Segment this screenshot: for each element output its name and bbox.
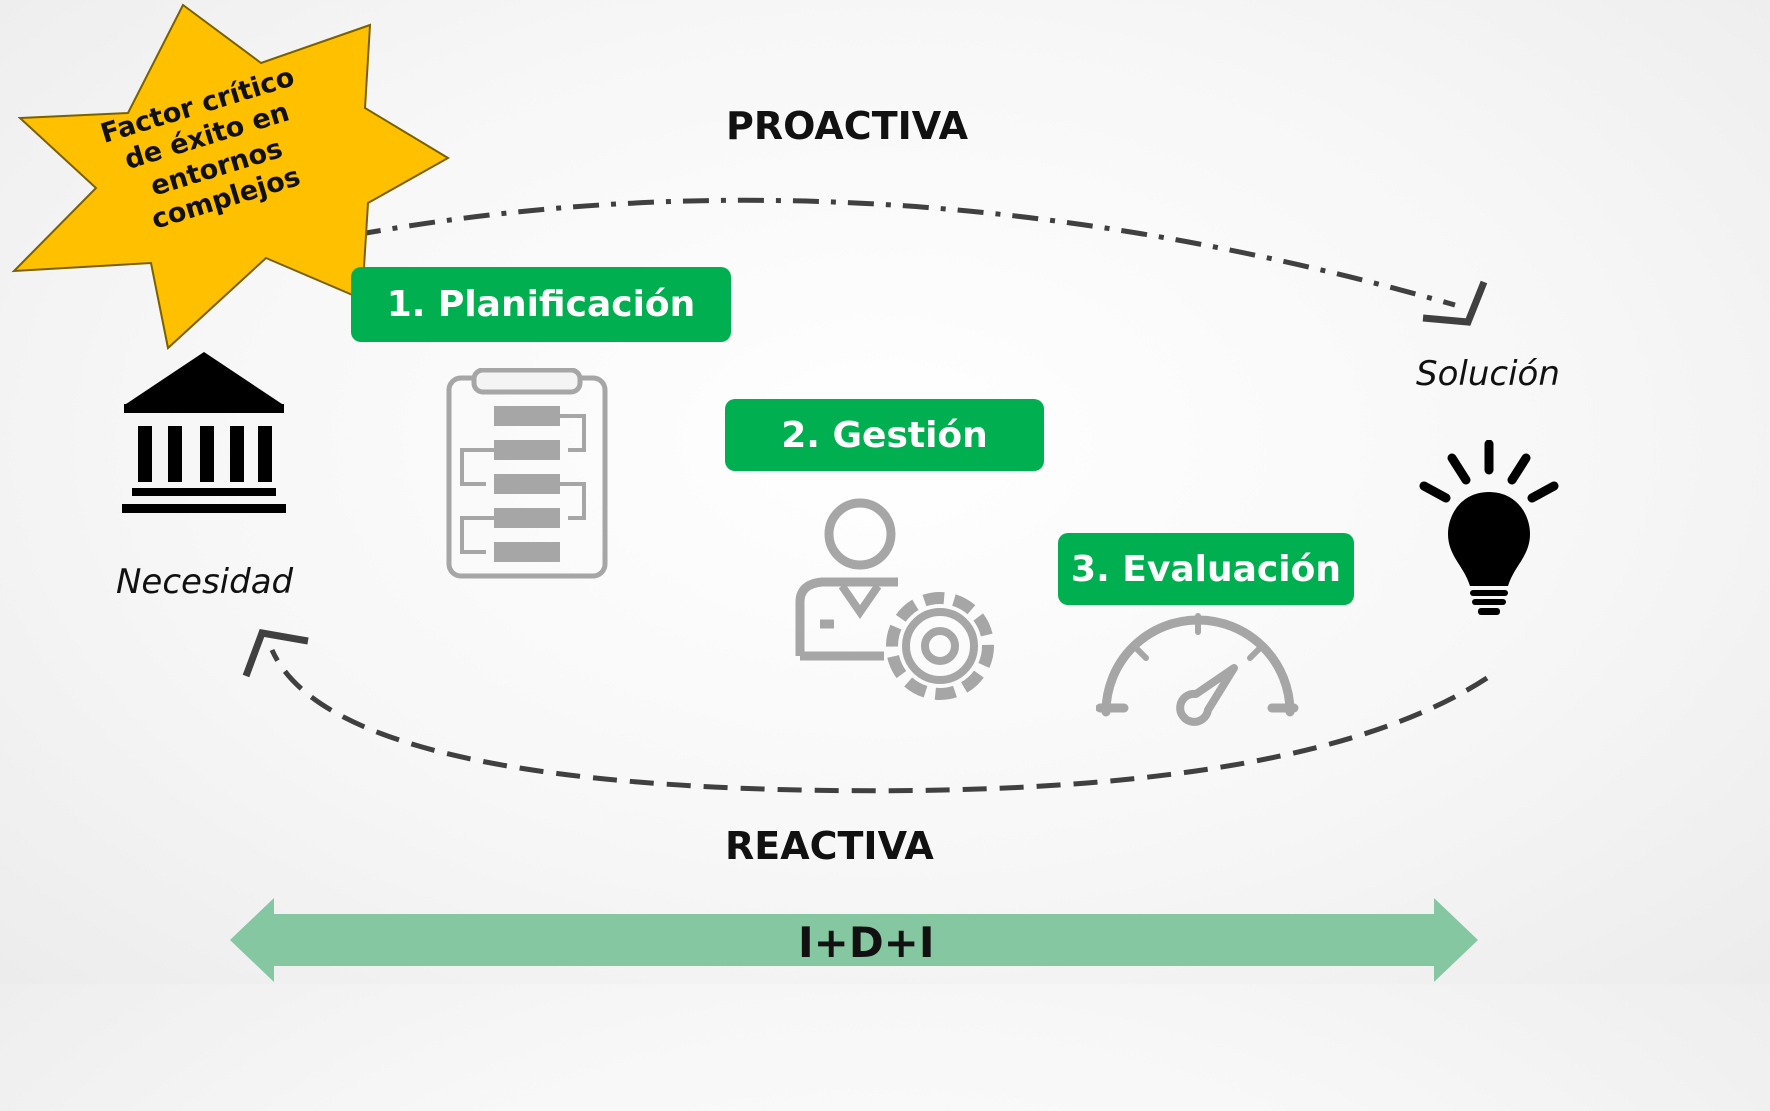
lightbulb-icon (1419, 440, 1559, 615)
step-planificacion: 1. Planificación (351, 267, 731, 342)
proactive-arrow (354, 197, 1456, 308)
reactive-arrowhead (242, 629, 309, 678)
proactive-arrowhead (1422, 280, 1488, 326)
person-gear-icon (795, 498, 994, 700)
institution-icon (122, 352, 286, 513)
idi-label: I+D+I (798, 918, 935, 967)
step-label: 3. Evaluación (1071, 548, 1341, 590)
idi-band-arrow (230, 898, 1478, 982)
start-label: Necesidad (116, 562, 294, 602)
clipboard-flow-icon (446, 368, 608, 579)
star-callout: Factor crítico de éxito en entornos comp… (92, 62, 332, 236)
step-evaluacion: 3. Evaluación (1058, 533, 1354, 605)
step-label: 2. Gestión (781, 414, 988, 456)
step-label: 1. Planificación (386, 284, 696, 325)
step-gestion: 2. Gestión (725, 399, 1044, 471)
end-label: Solución (1416, 354, 1560, 394)
star-burst (11, 3, 450, 350)
reactive-label: REACTIVA (725, 824, 934, 868)
flow-arrows (242, 197, 1489, 794)
gauge-icon (1096, 613, 1299, 726)
star-shape (11, 3, 450, 350)
proactive-label: PROACTIVA (726, 104, 968, 148)
reactive-arrow (269, 648, 1489, 794)
